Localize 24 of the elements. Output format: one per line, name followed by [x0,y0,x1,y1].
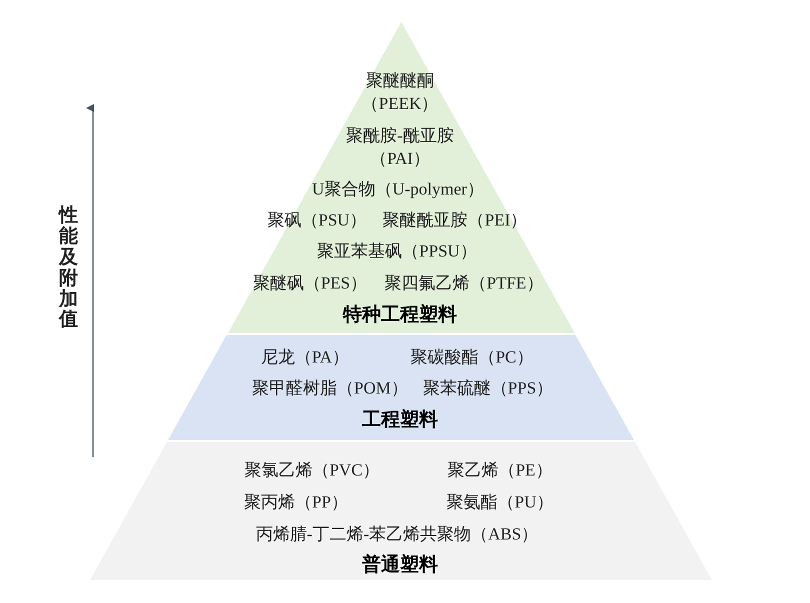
material-name: 尼龙（PA） [260,346,350,368]
material-name: 聚亚苯基砜（PPSU） [317,240,477,262]
material-name: 聚酰胺-酰亚胺（PAI） [345,125,455,170]
material-name: U聚合物（U-polymer） [312,178,484,200]
pyramid-bottom-tier [90,442,712,580]
axis-label: 性能及附加值 [59,205,78,330]
material-name: 聚碳酸酯（PC） [410,346,534,368]
material-name: 聚醚酰亚胺（PEI） [382,210,528,232]
material-name: 聚甲醛树脂（POM） [252,378,408,400]
pyramid-top-tier [228,22,574,333]
material-name: 聚四氟乙烯（PTFE） [384,272,544,294]
material-name: 聚氯乙烯（PVC） [244,460,380,482]
material-name: 聚砜（PSU） [267,210,367,232]
tier-title: 特种工程塑料 [342,304,457,326]
material-name: 聚丙烯（PP） [244,492,348,514]
tier-title: 工程塑料 [362,408,438,432]
material-name: 丙烯腈-丁二烯-苯乙烯共聚物（ABS） [256,524,538,546]
material-name: 聚醚醚酮（PEEK） [360,70,440,115]
material-name: 聚氨酯（PU） [446,492,554,514]
tier-title: 普通塑料 [362,554,438,576]
material-name: 聚醚砜（PES） [252,272,368,294]
material-name: 聚乙烯（PE） [448,460,552,482]
material-name: 聚苯硫醚（PPS） [422,378,554,400]
pyramid-middle-tier [168,335,634,440]
